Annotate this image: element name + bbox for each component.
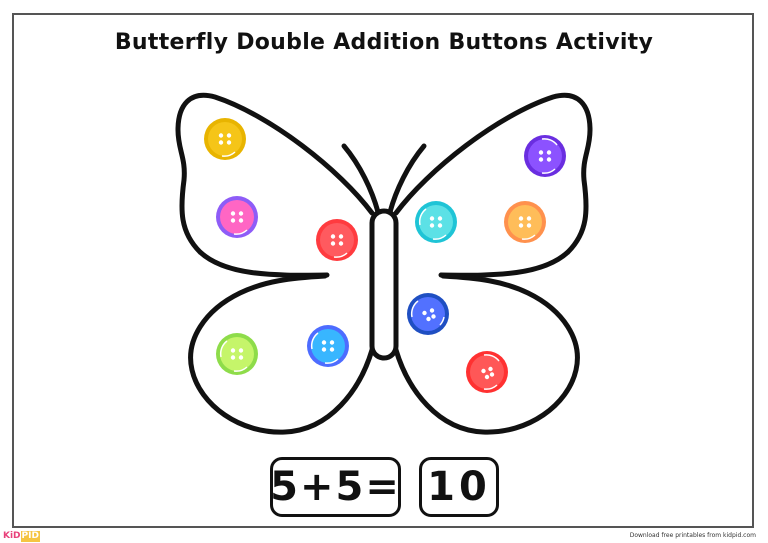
- equation-expression: 5+5=: [270, 464, 401, 510]
- download-credit: Download free printables from kidpid.com: [629, 532, 756, 539]
- worksheet-title: Butterfly Double Addition Buttons Activi…: [114, 30, 654, 55]
- right-lower-wing-outline: [393, 273, 580, 435]
- button-orange: [504, 201, 546, 243]
- equation-expression-box: 5+5=: [270, 457, 401, 517]
- button-red-right: [466, 351, 508, 393]
- left-lower-wing-outline: [188, 273, 375, 435]
- button-dark-blue: [407, 293, 449, 335]
- button-red-left: [316, 219, 358, 261]
- right-antenna: [387, 143, 427, 215]
- butterfly-body: [369, 208, 399, 361]
- button-cyan: [415, 201, 457, 243]
- equation-answer-box: 10: [419, 457, 499, 517]
- right-upper-wing-outline: [393, 92, 593, 278]
- button-purple: [524, 135, 566, 177]
- button-pink: [216, 196, 258, 238]
- equation-answer: 10: [427, 464, 491, 510]
- button-green: [216, 333, 258, 375]
- button-yellow: [204, 118, 246, 160]
- left-antenna: [341, 143, 381, 215]
- logo-kid-text: KiD: [3, 531, 21, 541]
- button-blue: [307, 325, 349, 367]
- left-upper-wing-outline: [175, 92, 375, 278]
- logo-pid-text: PID: [20, 531, 40, 542]
- kidpid-logo: KiD PID: [3, 531, 40, 542]
